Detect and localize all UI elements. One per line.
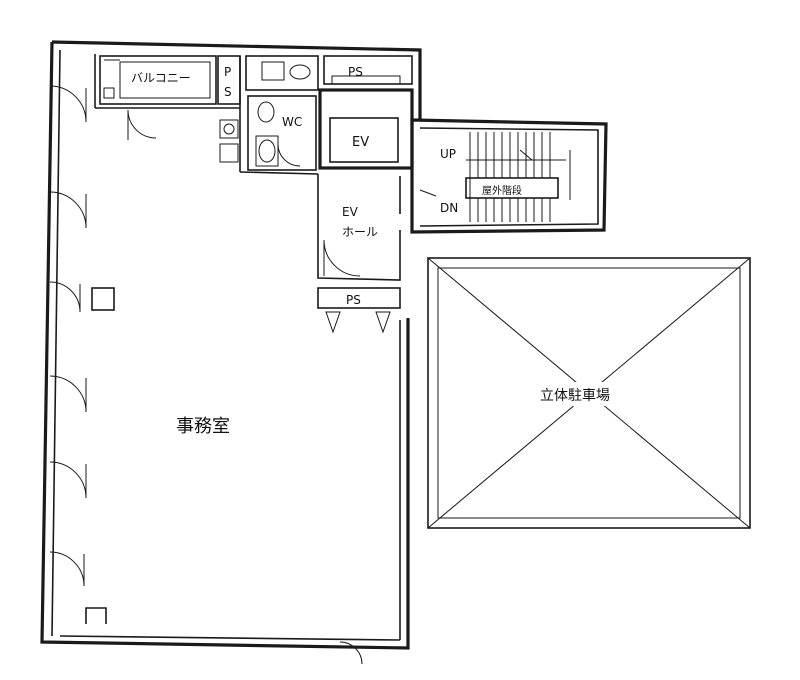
office-doors	[49, 85, 363, 665]
stairs-up-label: UP	[440, 147, 456, 161]
ev-hall: EV ホール	[317, 174, 401, 281]
office-label: 事務室	[176, 416, 230, 437]
stairs-down-label: DN	[440, 201, 458, 215]
elevator-label: EV	[352, 135, 369, 150]
ps-side-label-s: S	[224, 85, 232, 99]
wc-toilet-icon	[257, 101, 275, 123]
toilet-fixture-icon	[289, 64, 311, 80]
ps-top-label: PS	[348, 65, 363, 79]
balcony: バルコニー	[99, 55, 217, 105]
column-square	[91, 287, 115, 311]
toilet-block: WC	[219, 55, 319, 171]
column-markers	[85, 287, 115, 624]
ps-side-label-p: P	[224, 65, 231, 79]
parking-label: 立体駐車場	[540, 387, 610, 404]
ev-hall-label-1: EV	[342, 205, 359, 219]
outdoor-stairs: UP DN 屋外階段	[410, 118, 608, 234]
office-walls	[40, 40, 422, 650]
balcony-label: バルコニー	[131, 71, 191, 85]
pipe-shaft-side: P S	[217, 55, 241, 105]
washbasin-icon	[258, 139, 276, 163]
pipe-shaft-top: PS	[323, 55, 413, 85]
pipe-shaft-lower: PS	[317, 287, 401, 334]
outdoor-stairs-label: 屋外階段	[482, 184, 522, 197]
stair-treads	[465, 132, 571, 222]
ps-lower-label: PS	[346, 293, 361, 307]
parking-structure: 立体駐車場	[427, 257, 751, 529]
elevator: EV	[318, 88, 414, 170]
ev-hall-label-2: ホール	[342, 225, 378, 239]
wc-label: WC	[282, 115, 302, 129]
